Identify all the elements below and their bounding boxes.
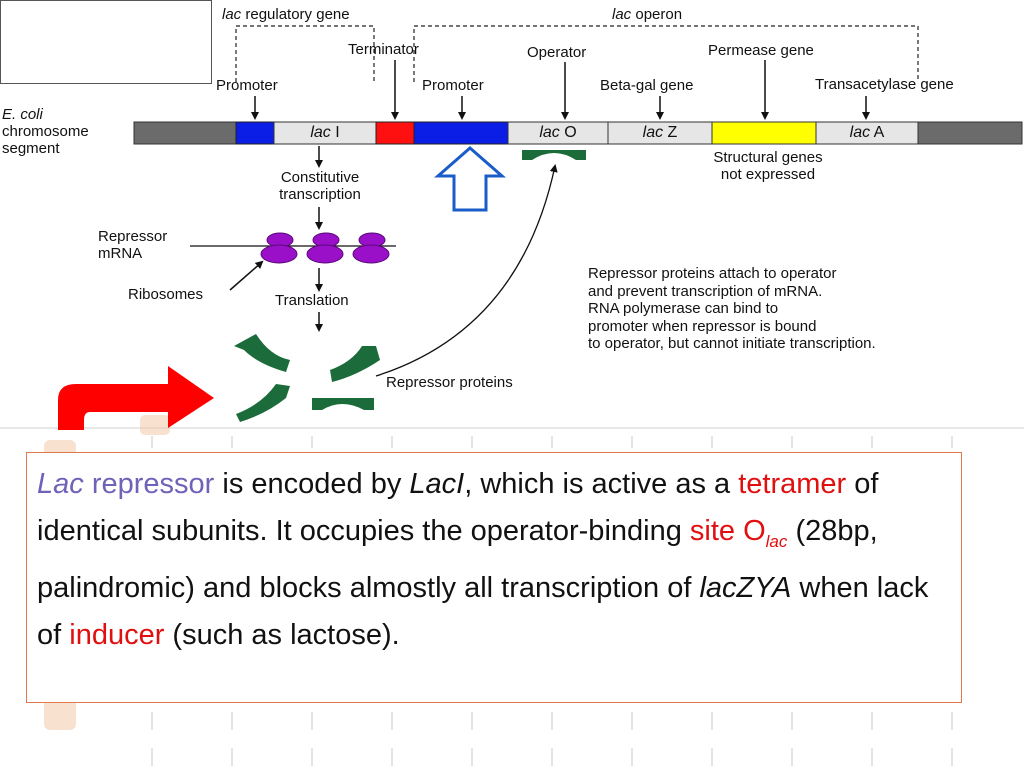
structural-genes-label: Structural genes not expressed bbox=[713, 149, 823, 183]
blank-placeholder-box bbox=[0, 0, 212, 84]
translation-label: Translation bbox=[275, 292, 349, 309]
terminator-label: Terminator bbox=[348, 41, 419, 58]
ribosomes-label: Ribosomes bbox=[128, 286, 204, 303]
lac-repressor-description: Lac repressor is encoded by LacI, which … bbox=[26, 452, 962, 703]
promoter-right-label: Promoter bbox=[422, 77, 484, 94]
repressor-proteins-label: Repressor proteins bbox=[386, 374, 513, 391]
permease-gene-label: Permease gene bbox=[708, 42, 814, 59]
promoter-operon bbox=[413, 121, 509, 145]
gene-lacy-permease bbox=[711, 121, 817, 145]
terminator-block bbox=[375, 121, 415, 145]
bound-repressor bbox=[522, 150, 586, 160]
regulatory-gene-bracket bbox=[235, 25, 375, 82]
chromosome-segment-right bbox=[917, 121, 1023, 145]
ribosomes-pointer bbox=[229, 260, 264, 291]
chromosome-label: E. coli chromosome segment bbox=[2, 106, 89, 157]
constitutive-transcription-label: Constitutive transcription bbox=[279, 169, 361, 203]
binding-arrow bbox=[375, 164, 558, 377]
gene-laca-label: lac A bbox=[849, 124, 885, 141]
beta-gal-gene-label: Beta-gal gene bbox=[600, 77, 694, 94]
transacetylase-gene-label: Transacetylase gene bbox=[815, 76, 954, 93]
free-repressor-proteins bbox=[234, 334, 380, 422]
gene-lacz-label: lac Z bbox=[642, 124, 678, 141]
promoter-regulatory bbox=[235, 121, 275, 145]
chromosome-segment-left bbox=[133, 121, 237, 145]
operon-bracket bbox=[413, 25, 919, 82]
ribosomes bbox=[260, 232, 390, 264]
lac-operon-diagram bbox=[58, 25, 1023, 430]
red-curved-arrow bbox=[58, 366, 214, 430]
repressor-mrna-label: Repressor mRNA bbox=[98, 228, 168, 262]
operator-label: Operator bbox=[527, 44, 587, 61]
repressor-note: Repressor proteins attach to operator an… bbox=[588, 265, 876, 352]
background-ticks bbox=[151, 436, 953, 766]
rna-polymerase-blocked-arrow bbox=[434, 146, 506, 212]
lac-regulatory-gene-label: lac regulatory gene bbox=[222, 6, 350, 23]
lac-operon-label: lac operon bbox=[612, 6, 683, 23]
promoter-left-label: Promoter bbox=[216, 77, 278, 94]
gene-laco-label: lac O bbox=[539, 124, 577, 141]
gene-laci-label: lac I bbox=[310, 124, 340, 141]
